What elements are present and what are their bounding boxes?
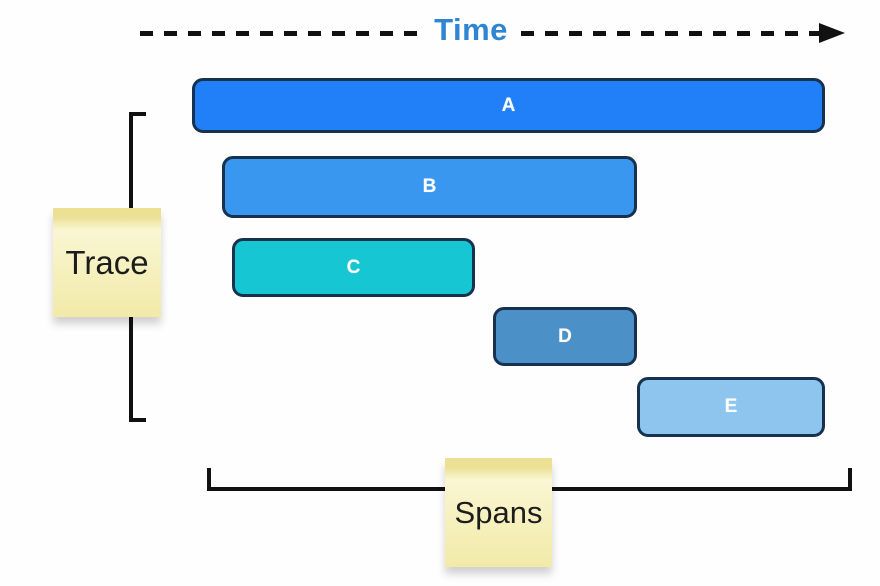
span-bar-e: E — [637, 377, 825, 437]
spans-label: Spans — [454, 494, 543, 530]
span-label: C — [346, 256, 361, 278]
span-label: E — [724, 396, 738, 417]
span-bar-a: A — [192, 78, 825, 133]
span-label: B — [422, 176, 437, 197]
span-label: A — [501, 94, 516, 116]
time-dashed-line-right — [521, 31, 819, 36]
time-label: Time — [434, 12, 508, 47]
span-bar-c: C — [232, 238, 475, 297]
arrow-right-icon — [819, 23, 845, 43]
spans-sticky-note: Spans — [445, 458, 552, 567]
span-bar-d: D — [493, 307, 637, 366]
span-label: D — [558, 325, 572, 347]
trace-label: Trace — [65, 243, 149, 281]
span-bar-b: B — [222, 156, 637, 218]
time-dashed-line-left — [140, 31, 421, 36]
trace-sticky-note: Trace — [53, 208, 161, 317]
